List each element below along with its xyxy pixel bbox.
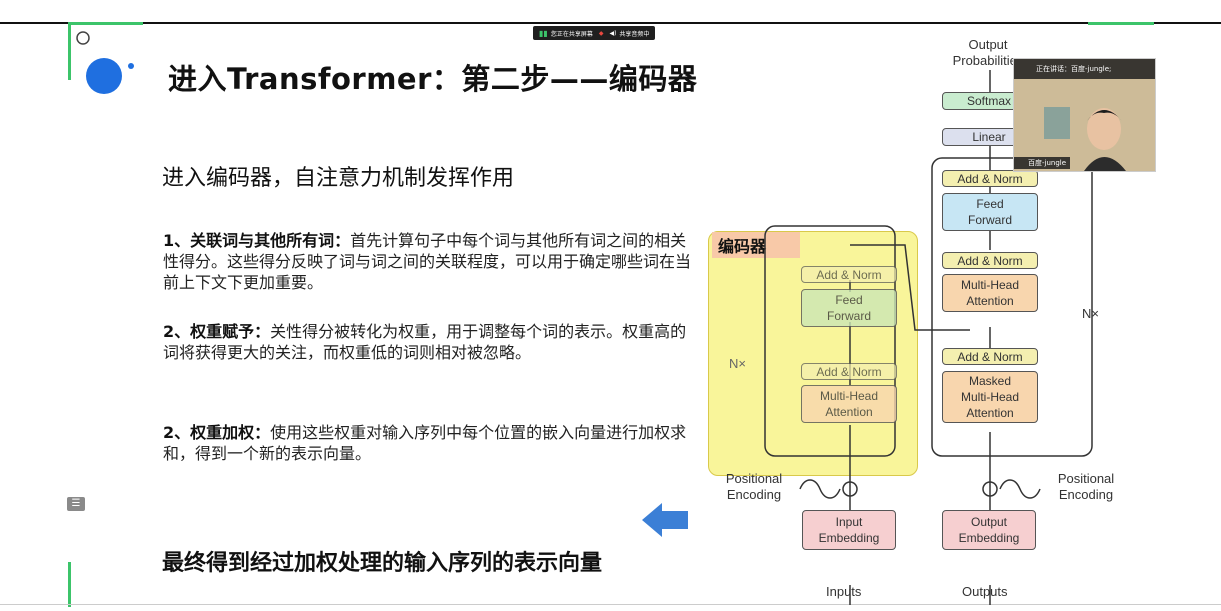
point-1-text: 首先计算句子中每个词与其他所有词之间的相关性得分。这些得分反映了词与词之间的关联…: [163, 231, 692, 292]
speaker-video[interactable]: 正在讲话：百度-jungle; 百度-jungle: [1013, 58, 1156, 172]
slide-subtitle: 进入编码器，自注意力机制发挥作用: [162, 166, 515, 191]
slide-title: 进入Transformer：第二步——编码器: [168, 62, 698, 96]
participant-name: 百度-jungle: [1028, 159, 1067, 167]
point-2-text: 关性得分被转化为权重，用于调整每个词的表示。权重高的词将获得更大的关注，而权重低…: [163, 322, 687, 362]
audio-share-status[interactable]: ◀) 共享音频中: [609, 29, 649, 38]
inputs-label: Inputs: [826, 584, 862, 599]
point-3-heading: 2、权重加权：: [163, 423, 271, 442]
decoder-add-norm-1: Add & Norm: [942, 348, 1038, 365]
share-status: ▮▮ 您正在共享屏幕: [539, 29, 593, 38]
participant-namebar: 百度-jungle: [1014, 157, 1071, 169]
decoder-feed-forward: Feed Forward: [942, 193, 1038, 231]
speaker-icon: ◀): [609, 29, 617, 37]
decoder-multi-head-attention: Multi-Head Attention: [942, 274, 1038, 312]
encoder-add-norm-2: Add & Norm: [801, 266, 897, 283]
output-embedding-box: Output Embedding: [942, 510, 1036, 550]
input-embedding-box: Input Embedding: [802, 510, 896, 550]
share-audio-label: 共享音频中: [619, 30, 650, 38]
point-2-heading: 2、权重赋予：: [163, 322, 271, 341]
conclusion-text: 最终得到经过加权处理的输入序列的表示向量: [162, 551, 603, 576]
point-2: 2、权重赋予：关性得分被转化为权重，用于调整每个词的表示。权重高的词将获得更大的…: [163, 321, 693, 363]
screen-share-bar[interactable]: ▮▮ 您正在共享屏幕 ◆ ◀) 共享音频中: [533, 26, 656, 40]
speaking-indicator-bar: 正在讲话：百度-jungle;: [1014, 59, 1155, 79]
decoder-add-norm-3: Add & Norm: [942, 170, 1038, 187]
accent-line-left: [68, 22, 71, 80]
signal-icon: ▮▮: [539, 28, 548, 38]
linear-box: Linear: [942, 128, 1036, 146]
encoder-multi-head-attention: Multi-Head Attention: [801, 385, 897, 423]
encoder-positional-encoding-label: Positional Encoding: [725, 471, 783, 502]
accent-line-left-bottom: [68, 562, 71, 607]
outputs-label: Outputs: [962, 584, 1008, 599]
slide-menu-icon[interactable]: ☰: [67, 497, 85, 511]
accent-line-top-right: [1088, 22, 1154, 25]
decoder-nx-label: N×: [1082, 306, 1099, 321]
decoder-add-norm-2: Add & Norm: [942, 252, 1038, 269]
point-1-heading: 1、关联词与其他所有词：: [163, 231, 351, 250]
encoder-add-norm-1: Add & Norm: [801, 363, 897, 380]
speaking-label: 正在讲话：百度-jungle;: [1036, 65, 1112, 73]
stop-share-button[interactable]: ◆: [599, 30, 604, 37]
left-arrow-icon: [642, 503, 688, 537]
masked-multi-head-attention: Masked Multi-Head Attention: [942, 371, 1038, 423]
softmax-box: Softmax: [942, 92, 1036, 110]
accent-line-top-left: [68, 22, 143, 25]
encoder-nx-label: N×: [729, 356, 746, 371]
share-icon: ◆: [598, 29, 604, 37]
point-1: 1、关联词与其他所有词：首先计算句子中每个词与其他所有词之间的相关性得分。这些得…: [163, 230, 693, 293]
point-3-text: 使用这些权重对输入序列中每个位置的嵌入向量进行加权求和，得到一个新的表示向量。: [163, 423, 687, 463]
point-3: 2、权重加权：使用这些权重对输入序列中每个位置的嵌入向量进行加权求和，得到一个新…: [163, 422, 693, 464]
decoder-positional-encoding-label: Positional Encoding: [1057, 471, 1115, 502]
share-screen-label: 您正在共享屏幕: [550, 30, 593, 38]
encoder-feed-forward: Feed Forward: [801, 289, 897, 327]
bottom-border: [0, 604, 1221, 605]
slide-logo-icon: [76, 31, 134, 94]
encoder-label: 编码器: [712, 232, 800, 258]
output-probabilities-label: Output Probabilities: [952, 37, 1024, 68]
top-border: [0, 22, 1221, 24]
